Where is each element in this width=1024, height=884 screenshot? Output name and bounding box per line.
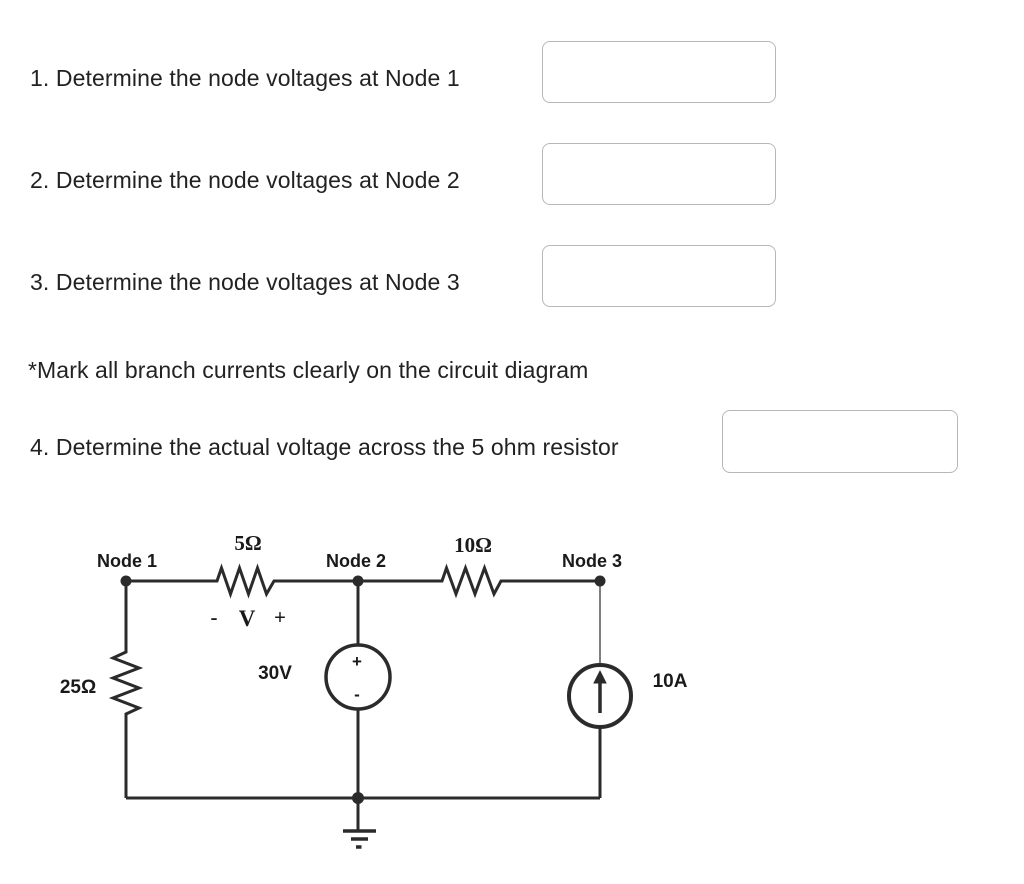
ground-junction-dot <box>352 792 364 804</box>
voltage-source-plus-sign: + <box>352 652 362 671</box>
question-2-answer-input[interactable] <box>542 143 776 205</box>
node-2-dot <box>352 575 364 587</box>
voltage-source-value-label: 30V <box>258 663 292 684</box>
voltage-mark-v: V <box>239 606 256 631</box>
question-3-text: 3. Determine the node voltages at Node 3 <box>30 269 460 295</box>
node-3-dot <box>594 575 606 587</box>
branch-currents-note: *Mark all branch currents clearly on the… <box>28 357 589 383</box>
question-4-answer-input[interactable] <box>722 410 958 473</box>
question-1-text: 1. Determine the node voltages at Node 1 <box>30 65 460 91</box>
question-1-answer-input[interactable] <box>542 41 776 103</box>
ground-icon <box>343 798 376 849</box>
question-4-text: 4. Determine the actual voltage across t… <box>30 434 619 460</box>
question-3-answer-input[interactable] <box>542 245 776 307</box>
voltage-mark-minus: - <box>211 605 218 629</box>
node-2-label: Node 2 <box>326 551 386 571</box>
current-source-value-label: 10A <box>653 671 688 692</box>
node-1-dot <box>120 575 132 587</box>
resistor-25ohm-label: 25Ω <box>60 677 96 698</box>
resistor-5ohm-label: 5Ω <box>234 531 261 555</box>
resistor-10ohm-label: 10Ω <box>454 533 492 557</box>
question-2-text: 2. Determine the node voltages at Node 2 <box>30 167 460 193</box>
arrow-up-icon <box>593 670 607 713</box>
circuit-diagram: Node 1 Node 2 Node 3 5Ω 10Ω - V + 25Ω 30… <box>60 531 688 849</box>
left-branch-25ohm-resistor <box>108 581 144 798</box>
voltage-source-minus-sign: - <box>354 685 360 704</box>
voltage-mark-plus: + <box>274 605 286 629</box>
node-1-label: Node 1 <box>97 551 157 571</box>
node-3-label: Node 3 <box>562 551 622 571</box>
